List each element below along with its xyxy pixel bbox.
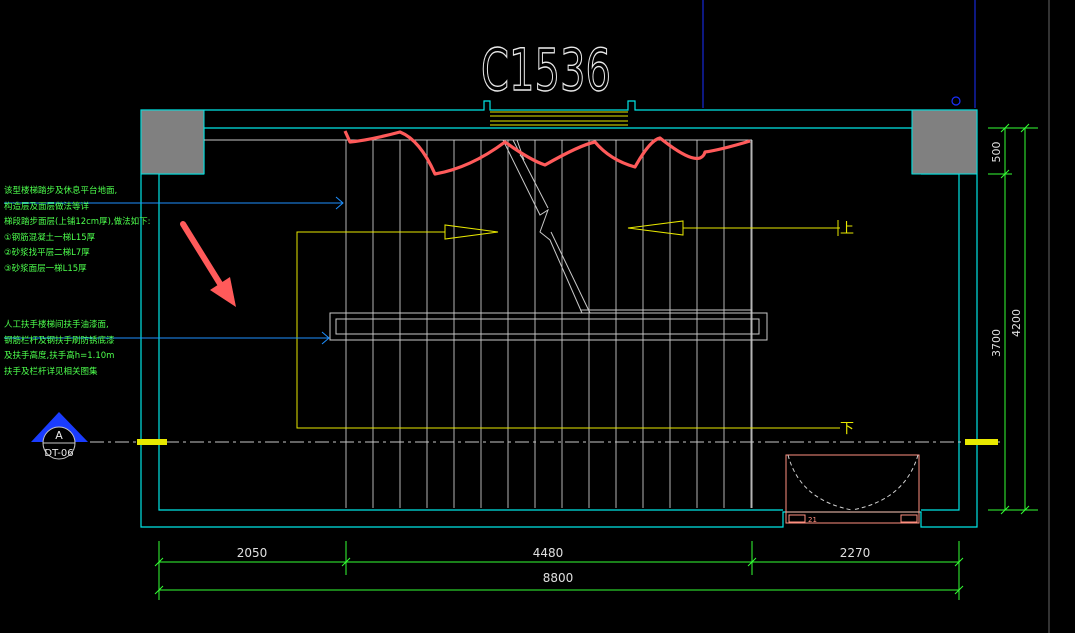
note-leaders: [4, 196, 344, 345]
handrail-inner: [335, 318, 760, 335]
label-up: 上: [840, 221, 854, 237]
section-letter: A: [55, 429, 63, 442]
red-pointer-arrow: [180, 221, 236, 307]
dim-4480: 4480: [533, 546, 564, 560]
dim-2270: 2270: [840, 546, 871, 560]
handrail-outer: [329, 312, 768, 341]
note-line: 及扶手高度,扶手高h=1.10m: [4, 351, 115, 361]
door: [785, 454, 920, 524]
dim-3700: 3700: [990, 329, 1003, 357]
section-marker: A DT-06: [31, 412, 88, 460]
notes-group-2: 人工扶手楼梯间扶手油漆面, 钢筋栏杆及钢扶手刷防锈底漆及扶手高度,扶手高h=1.1…: [4, 318, 115, 380]
label-down: 下: [840, 421, 854, 437]
dimension-lines-bottom: [154, 541, 964, 600]
walk-line: [296, 220, 840, 429]
dim-4200: 4200: [1010, 309, 1023, 337]
dim-8800: 8800: [543, 571, 574, 585]
note-line: 构造层及面层做法等详: [4, 201, 90, 212]
inner-wall: [158, 127, 960, 511]
note-line: 人工扶手楼梯间扶手油漆面,: [4, 320, 109, 330]
outer-wall: [140, 100, 978, 528]
note-line: ②砂浆找平层二梯L7厚: [4, 248, 90, 258]
dim-500: 500: [990, 142, 1003, 163]
dimension-lines-right: [988, 123, 1038, 515]
note-line: 梯段踏步面层(上铺12cm厚),做法如下:: [4, 217, 151, 227]
column-right: [911, 109, 978, 175]
stair-treads: [345, 140, 752, 508]
red-markup-line: [343, 130, 751, 176]
reference-circle: [951, 96, 961, 106]
note-line: 钢筋栏杆及钢扶手刷防锈底漆: [4, 335, 115, 346]
notes-group-1: 该型楼梯踏步及休息平台地面, 构造层及面层做法等详梯段踏步面层(上铺12cm厚),…: [4, 184, 150, 277]
axis-marker-right: [965, 439, 998, 445]
column-left: [140, 109, 205, 175]
note-line: 扶手及栏杆详见相关图集: [4, 366, 98, 377]
note-line: 该型楼梯踏步及休息平台地面,: [4, 186, 118, 196]
dim-2050: 2050: [237, 546, 268, 560]
section-sheet: DT-06: [44, 448, 73, 459]
window: [490, 111, 628, 126]
note-line: ③砂浆面层一梯L15厚: [4, 263, 87, 274]
note-line: ①钢筋混凝土一梯L15厚: [4, 232, 96, 243]
door-tag: 21: [808, 516, 817, 524]
drawing-title: C1536: [481, 36, 611, 104]
axis-marker-left: [137, 439, 167, 445]
